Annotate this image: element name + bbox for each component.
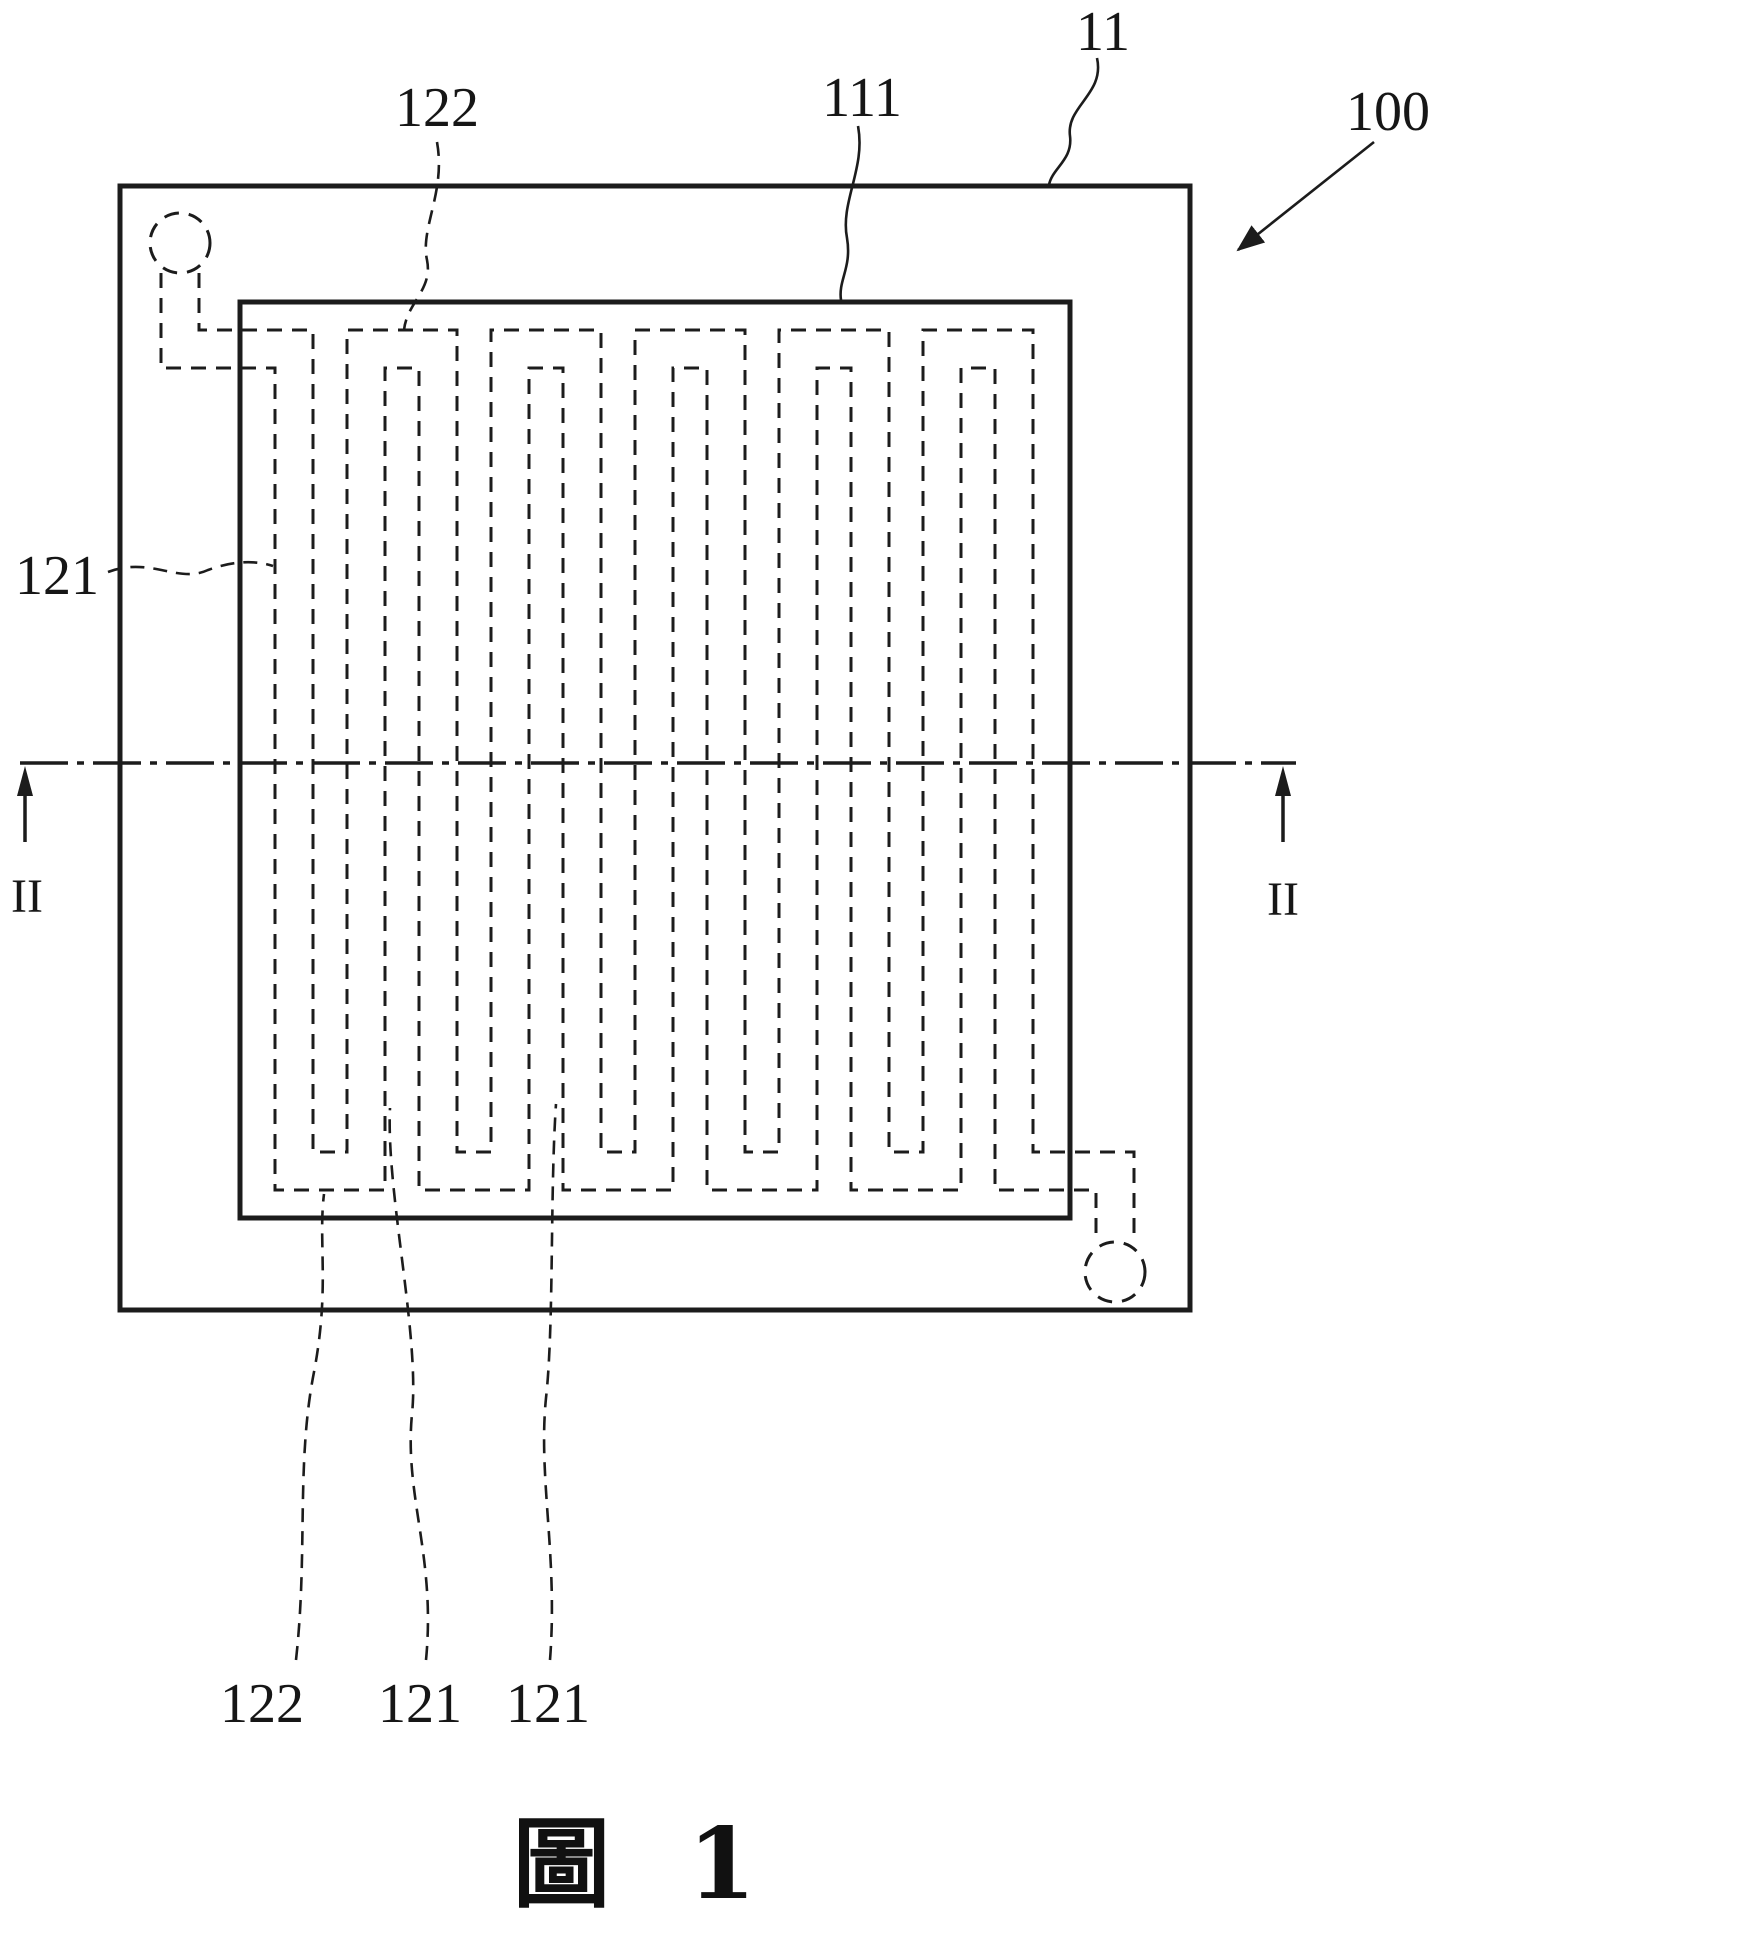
ref-121-bottom-b: 121 <box>506 1673 590 1735</box>
leader-121-left <box>107 560 274 576</box>
leader-11 <box>1047 57 1100 186</box>
leader-122-top <box>402 141 441 331</box>
figure-caption: 圖 1 <box>513 1807 778 1922</box>
ref-11: 11 <box>1076 1 1130 63</box>
section-marker-right: II <box>1267 873 1299 926</box>
leader-122-bottom <box>294 1193 326 1661</box>
ref-121-bottom-a: 121 <box>378 1673 462 1735</box>
leader-121-bottom-a <box>388 1107 430 1661</box>
terminal-pad-bottom-right <box>1083 1240 1147 1304</box>
leader-111 <box>839 125 861 301</box>
ref-121-left: 121 <box>15 545 99 607</box>
ref-100: 100 <box>1346 81 1430 143</box>
inner-region-outline <box>237 299 1073 1221</box>
substrate-outline <box>117 183 1193 1313</box>
section-line-II: II II <box>11 761 1299 926</box>
terminal-pad-top-left <box>148 211 212 275</box>
serpentine-electrode-pattern <box>159 273 1136 1242</box>
section-arrowhead-left-icon <box>17 766 33 796</box>
leader-arrow-100 <box>1236 140 1375 252</box>
section-marker-left: II <box>11 870 43 923</box>
ref-111: 111 <box>822 67 902 129</box>
section-arrowhead-right-icon <box>1275 766 1291 796</box>
ref-122-top: 122 <box>395 77 479 139</box>
serpentine-trace-edge-outer <box>197 273 1136 1242</box>
ref-122-bottom: 122 <box>220 1673 304 1735</box>
leader-121-bottom-b <box>542 1103 558 1661</box>
serpentine-trace-edge-inner <box>159 273 1098 1242</box>
